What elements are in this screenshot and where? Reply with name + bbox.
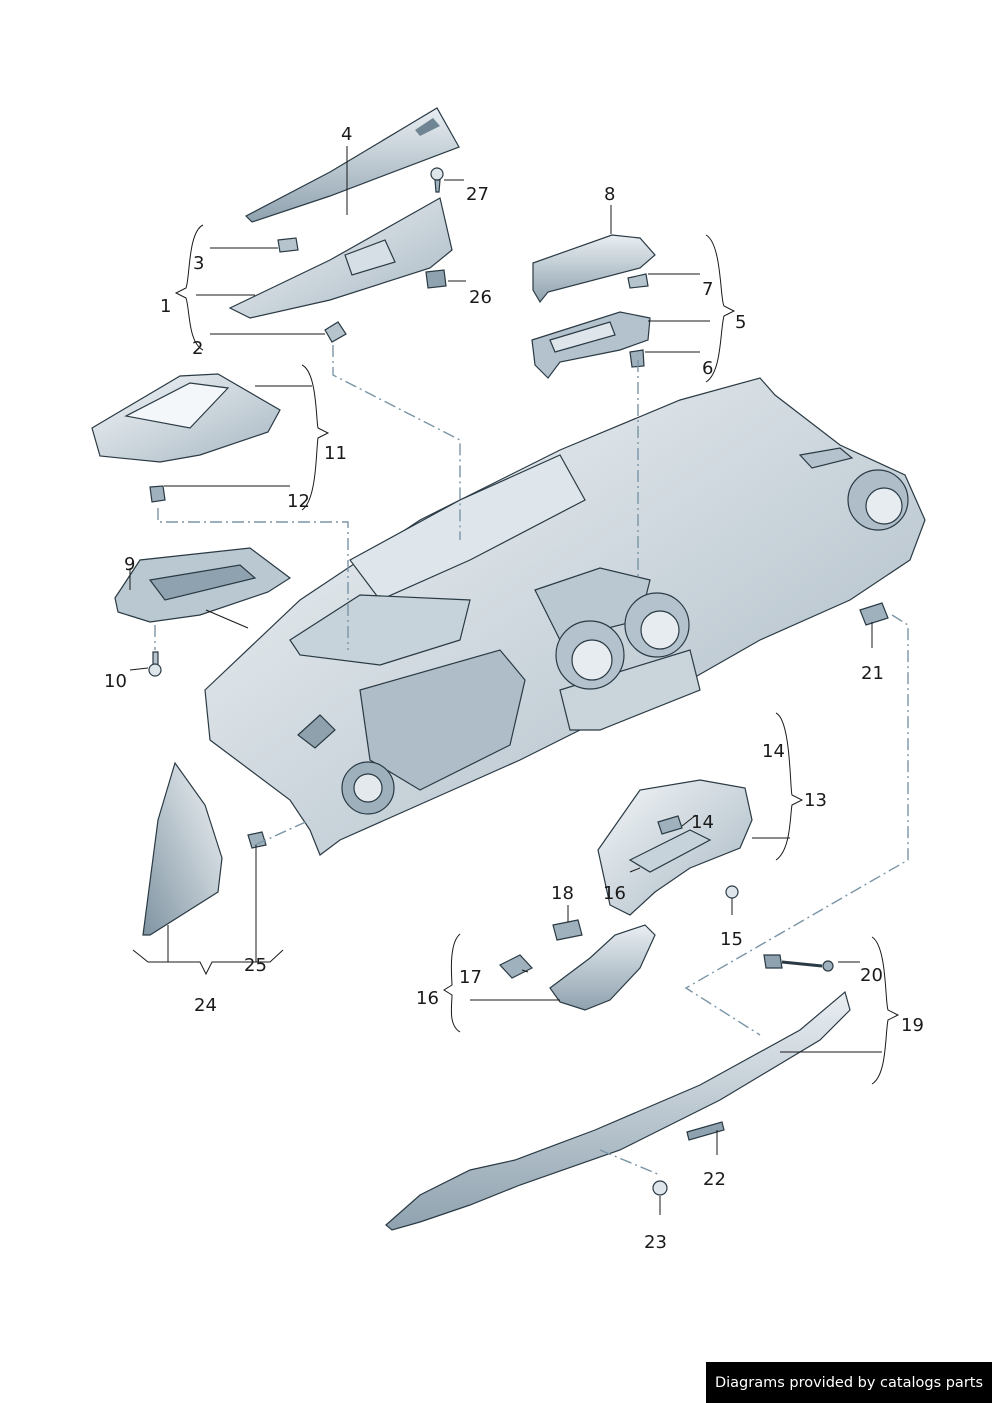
lower-long-trim [385,990,851,1231]
callout-3: 3 [193,253,204,274]
callout-14-upper: 14 [762,741,785,762]
callout-27: 26 [469,287,492,308]
side-end-cover [142,761,223,936]
callout-8: 8 [604,184,615,205]
callout-1: 1 [160,296,171,317]
display-unit [114,547,292,623]
air-vent-center-left [555,620,625,690]
callout-6: 6 [702,358,713,379]
clip-26 [247,831,267,849]
callout-5: 5 [735,312,746,333]
callout-26: 25 [244,955,267,976]
callout-15: 15 [720,929,743,950]
callout-labels: 4 27 3 1 26 2 8 7 5 6 11 12 9 10 21 14 1… [104,124,924,1253]
bracket-right [531,311,651,379]
callout-7: 7 [702,279,713,300]
air-vent-center-right [624,592,690,658]
carrier-frame [228,197,453,319]
clip-19 [552,919,583,941]
callout-2: 2 [192,338,203,359]
callout-12: 12 [287,491,310,512]
clip-12 [149,485,166,503]
instrument-cluster [597,779,753,916]
bolt-10 [148,651,162,677]
callout-10: 10 [104,671,127,692]
callout-25: 24 [194,995,217,1016]
clip-3 [277,237,299,253]
callout-16: 16 [603,883,626,904]
clip-27 [425,269,447,289]
callout-28: 27 [466,184,489,205]
credit-banner: Diagrams provided by catalogs parts [706,1362,992,1403]
lower-trim-piece [549,924,656,1011]
leader-lines [129,146,900,1215]
callout-9: 9 [124,554,135,575]
callout-13: 13 [804,790,827,811]
callout-14-lower: 14 [691,812,714,833]
callout-24: 23 [644,1232,667,1253]
clip-6 [629,349,645,368]
cable-21 [763,954,834,972]
callout-11: 11 [324,443,347,464]
dashboard-main-panel [204,377,926,856]
assembly-lines [154,345,909,1176]
callout-4: 4 [341,124,352,145]
emblem-23 [686,1121,725,1141]
callout-21: 20 [860,965,883,986]
display-housing [91,373,281,463]
clip-7 [627,273,649,289]
air-vent-left [341,761,395,815]
top-cover-right [532,234,656,304]
top-trim-strip [244,107,460,223]
callout-18: 17 [459,967,482,988]
callout-19: 18 [551,883,574,904]
screw-28 [430,167,444,193]
callout-23: 22 [703,1169,726,1190]
air-vent-right [847,469,909,531]
clip-2 [324,321,347,343]
bracket-18 [499,954,533,979]
clip-22 [859,602,889,626]
screw-24 [652,1180,668,1196]
callout-22: 21 [861,663,884,684]
callout-20: 19 [901,1015,924,1036]
screw-15 [725,885,739,899]
callout-17: 16 [416,988,439,1009]
